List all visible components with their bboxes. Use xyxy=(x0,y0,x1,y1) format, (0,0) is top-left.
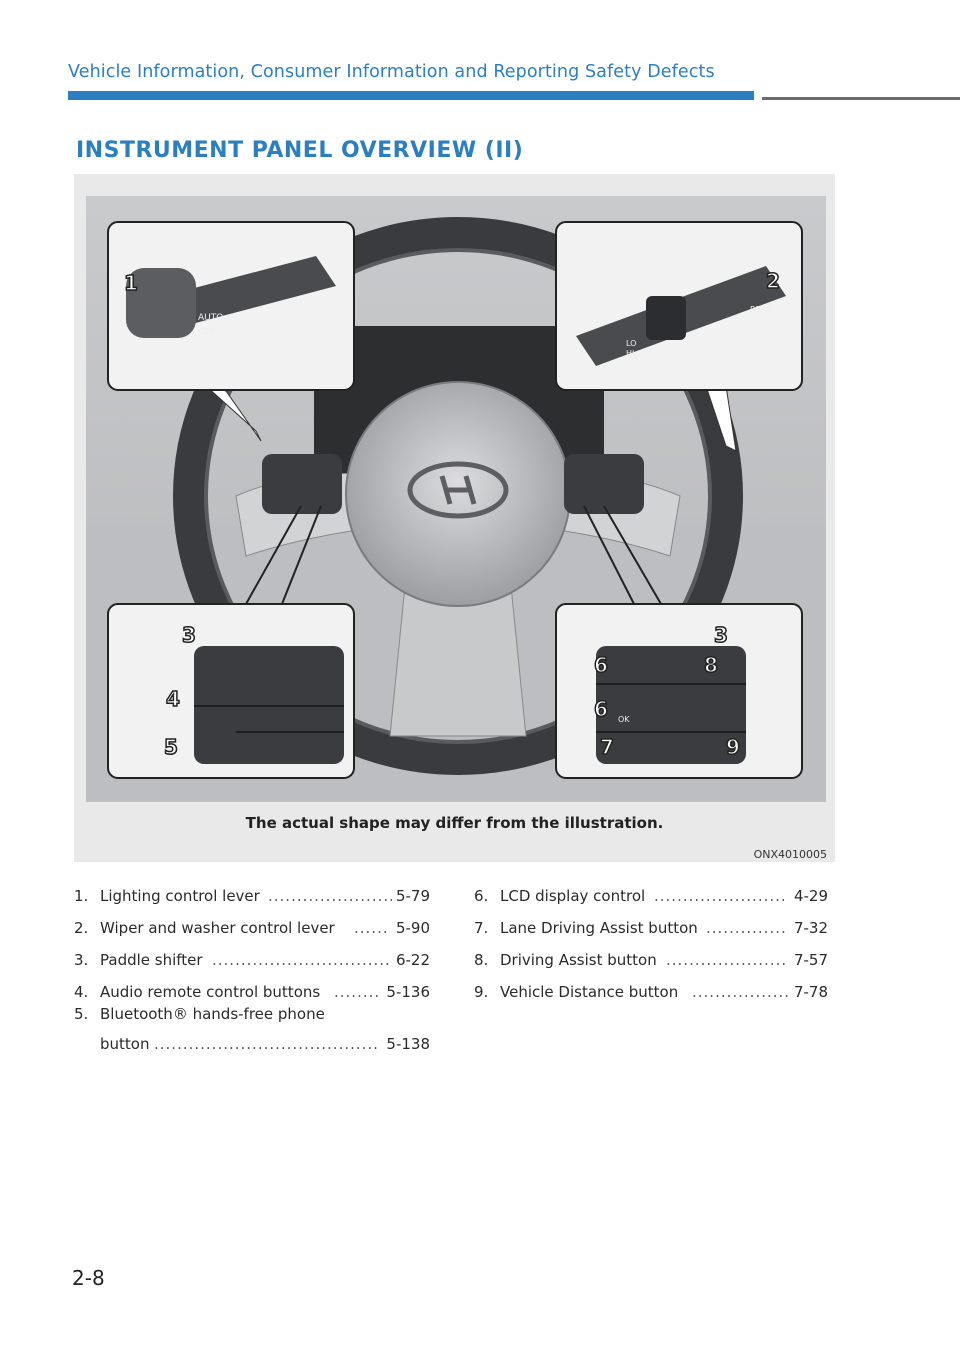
right-spoke-buttons xyxy=(564,454,644,514)
figure-caption: The actual shape may differ from the ill… xyxy=(245,814,664,832)
callout-8: 8 xyxy=(704,653,718,677)
airbag-hub xyxy=(345,381,571,607)
lever-label-hi: HI xyxy=(626,349,634,358)
section-title: INSTRUMENT PANEL OVERVIEW (II) xyxy=(76,138,524,163)
page-number: 2-8 xyxy=(72,1266,105,1290)
brand-logo xyxy=(407,461,509,519)
instrument-panel-figure: AUTO OFF 1 LO HI REAR 2 3 4 5 xyxy=(74,174,835,862)
callout-2: 2 xyxy=(766,269,780,293)
callout-9: 9 xyxy=(726,735,740,759)
lever-label-lo: LO xyxy=(626,339,636,348)
callout-1: 1 xyxy=(124,271,138,295)
list-item: 8. Driving Assist button ...............… xyxy=(474,951,828,969)
lever-label-auto: AUTO xyxy=(198,313,223,323)
callout-3-right: 3 xyxy=(714,623,728,647)
inset-lighting-lever: AUTO OFF 1 xyxy=(107,221,355,391)
list-item: 6. LCD display control .................… xyxy=(474,887,828,905)
list-item: 1. Lighting control lever ..............… xyxy=(74,887,430,905)
steering-wheel-rim xyxy=(173,217,743,775)
list-item: 5. Bluetooth® hands-free phone button ..… xyxy=(74,1005,430,1053)
list-item: 3. Paddle shifter ......................… xyxy=(74,951,430,969)
steering-wheel-illustration: AUTO OFF 1 LO HI REAR 2 3 4 5 xyxy=(86,196,826,802)
callout-7: 7 xyxy=(600,735,614,759)
inset-left-spoke: 3 4 5 xyxy=(107,603,355,779)
button-label-ok: OK xyxy=(618,715,630,724)
lever-label-off: OFF xyxy=(198,327,215,337)
list-item: 9. Vehicle Distance button .............… xyxy=(474,983,828,1001)
callout-6-bottom: 6 xyxy=(594,697,608,721)
left-spoke-buttons xyxy=(262,454,342,514)
callout-4: 4 xyxy=(166,687,180,711)
running-header: Vehicle Information, Consumer Informatio… xyxy=(68,62,715,82)
list-item: 2. Wiper and washer control lever ......… xyxy=(74,919,430,937)
callout-6-top: 6 xyxy=(594,653,608,677)
callout-3-left: 3 xyxy=(182,623,196,647)
component-list-left: 1. Lighting control lever ..............… xyxy=(74,880,430,1060)
list-item: 7. Lane Driving Assist button ..........… xyxy=(474,919,828,937)
figure-code: ONX4010005 xyxy=(753,848,827,861)
header-rule-blue xyxy=(68,91,754,100)
header-rule-gray xyxy=(762,97,960,100)
inset-wiper-lever: LO HI REAR 2 xyxy=(555,221,803,391)
list-item: 4. Audio remote control buttons ........… xyxy=(74,983,430,1001)
component-list-right: 6. LCD display control .................… xyxy=(474,880,828,1008)
callout-5: 5 xyxy=(164,735,178,759)
lever-label-rear: REAR xyxy=(750,305,772,314)
inset-right-spoke: OK 3 6 6 7 8 9 xyxy=(555,603,803,779)
